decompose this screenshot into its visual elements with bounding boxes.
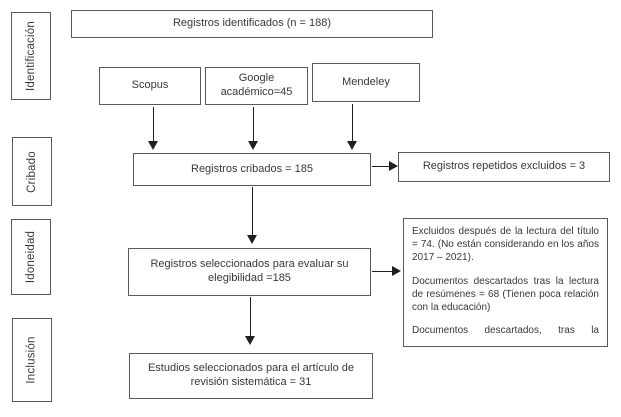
arrow-duplicates-head-icon [389,161,398,171]
arrow-exclusion-line [372,271,393,272]
stage-inclusion-label: Inclusión [26,336,39,384]
arrow-screened-down-line [252,187,253,236]
box-source-scopus: Scopus [99,67,201,105]
stage-identification: Identificación [11,12,51,100]
records-screened-label: Registros cribados = 185 [191,162,313,175]
box-exclusion-details: Excluidos después de la lectura del títu… [403,218,608,347]
arrow-mendeley-line [352,104,353,142]
exclusion-paragraph-truncated: Documentos descartados, tras la [412,325,599,337]
stage-screening-label: Cribado [26,150,38,193]
arrow-screened-down-head-icon [247,235,257,244]
box-studies-included: Estudios seleccionados para el artículo … [129,353,373,399]
eligibility-assessed-label: Registros seleccionados para evaluar su … [150,258,349,284]
box-eligibility-assessed: Registros seleccionados para evaluar su … [128,248,371,296]
exclusion-paragraph-abstracts: Documentos descartados tras la lectura d… [412,275,599,313]
box-records-screened: Registros cribados = 185 [133,153,371,186]
stage-identification-label: Identificación [25,21,37,91]
arrow-scopus-head-icon [148,141,158,150]
box-records-identified: Registros identificados (n = 188) [71,10,433,38]
stage-screening: Cribado [12,137,52,206]
stage-eligibility-label: Idoneidad [25,230,38,284]
arrow-mendeley-head-icon [347,141,357,150]
arrow-google-head-icon [248,141,258,150]
box-source-mendeley: Mendeley [312,63,420,102]
studies-included-label: Estudios seleccionados para el artículo … [147,362,355,388]
source-google-label: Google académico=45 [220,72,293,98]
exclusion-paragraph-title: Excluidos después de la lectura del títu… [412,226,599,264]
duplicates-excluded-label: Registros repetidos excluidos = 3 [422,160,586,173]
arrow-google-line [253,107,254,142]
records-identified-label: Registros identificados (n = 188) [172,17,332,30]
arrow-included-line [250,297,251,337]
arrow-exclusion-head-icon [392,266,401,276]
source-scopus-label: Scopus [131,79,169,92]
arrow-scopus-line [153,107,154,142]
arrow-included-head-icon [245,336,255,345]
box-source-google: Google académico=45 [205,67,308,105]
box-duplicates-excluded: Registros repetidos excluidos = 3 [398,152,610,182]
arrow-duplicates-line [372,166,390,167]
source-mendeley-label: Mendeley [342,75,390,88]
stage-eligibility: Idoneidad [11,219,51,295]
stage-inclusion: Inclusión [12,318,52,402]
